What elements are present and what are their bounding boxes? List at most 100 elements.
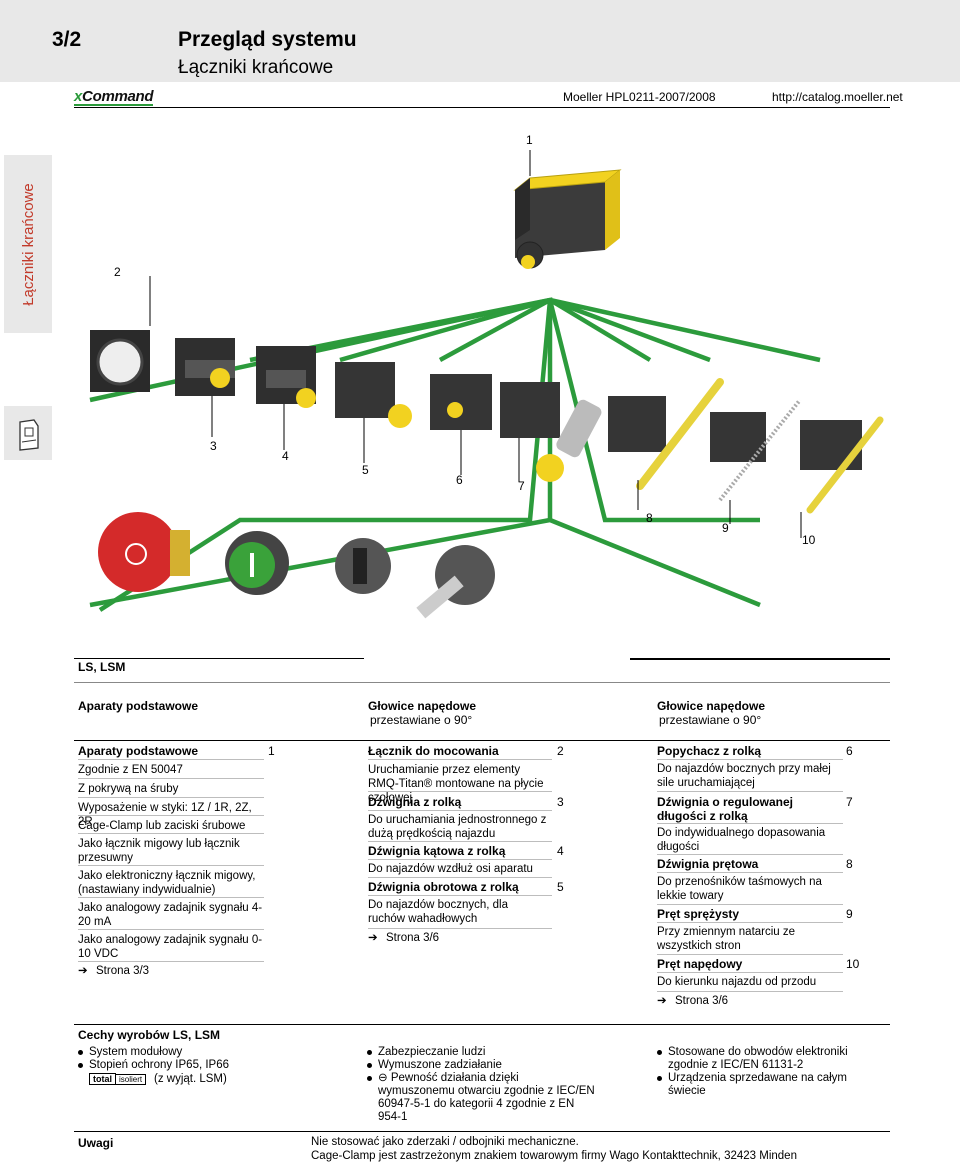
line-right [547,299,760,523]
col1-item: Cage-Clamp lub zaciski śrubowe [78,820,246,832]
col2-line-1 [368,791,552,792]
col3-header: Głowice napędowe [657,699,766,713]
col3-subheader: przestawiane o 90° [659,713,762,727]
col3-entry-title: Dźwignia prętowa [657,857,759,871]
col3-line-5 [657,904,843,905]
col3-entry-num: 6 [846,744,853,758]
feature-item: Wymuszone zadziałanie [367,1059,597,1072]
col3-line-3 [657,854,843,855]
catalog-url[interactable]: http://catalog.moeller.net [772,90,903,104]
catalog-reference: Moeller HPL0211-2007/2008 [563,90,716,104]
catalog-icon [19,419,39,451]
feature-item: Zabezpieczanie ludzi [367,1046,597,1059]
product-family: LS, LSM [78,660,126,674]
col1-header: Aparaty podstawowe [78,699,199,713]
side-tab-label: Łączniki krańcowe [19,182,37,306]
col1-title: Aparaty podstawowe [78,744,199,758]
figure-label-5: 5 [362,463,369,477]
col2-entry-num: 2 [557,744,564,758]
col2-line-7 [368,928,552,929]
col2-link[interactable]: ➔Strona 3/6 [368,932,440,944]
col3-entry-title: Dźwignia o regulowanej długości z rolką [657,795,794,823]
feature-item: Stopień ochrony IP65, IP66 [78,1059,278,1072]
header-rule [74,107,890,108]
col2-entry-num: 3 [557,795,564,809]
badge-isoliert: isoliert [116,1073,147,1085]
col3-line-8 [657,972,843,973]
col3-line-6 [657,922,843,923]
figure-label-7: 7 [518,479,525,493]
figure-label-1: 1 [526,133,533,147]
col2-header: Głowice napędowe [368,699,477,713]
arrow-right-icon: ➔ [657,995,667,1007]
col1-item: Wyposażenie w styki: 1Z / 1R, 2Z, 2R [78,802,252,828]
xcommand-logo: xCommand [74,88,154,106]
col3-entry-num: 8 [846,857,853,871]
col2-line-2 [368,810,552,811]
page-subtitle: Łączniki krańcowe [178,57,334,78]
ip-exception: (z wyjąt. LSM) [154,1073,227,1085]
col2-line-5 [368,877,552,878]
col3-entry-num: 7 [846,795,853,809]
col1-line-3 [78,815,264,816]
col2-entry-title: Dźwignia kątowa z rolką [368,844,506,858]
col2-line-0 [368,759,552,760]
feature-item: Stosowane do obwodów elektroniki zgodnie… [657,1046,887,1072]
spring-rod-head [710,398,802,502]
col2-entry-num: 4 [557,844,564,858]
line-to-rmq [98,299,553,612]
figure-label-6: 6 [456,473,463,487]
figure-label-3: 3 [210,439,217,453]
figure-label-4: 4 [282,449,289,463]
col3-entry-desc: Do kierunku najazdu od przodu [657,976,817,988]
feature-item: ⊖ Pewność działania dzięki wymuszonemu o… [367,1072,597,1124]
col1-line-7 [78,929,264,930]
section-number: 3/2 [52,28,82,51]
side-icon-box [4,406,52,460]
col3-line-4 [657,872,843,873]
col1-line-8 [78,961,264,962]
attachment-bracket [90,330,150,392]
col1-item: Jako analogowy zadajnik sygnału 4-20 mA [78,902,263,928]
col1-line-6 [78,897,264,898]
col2-line-4 [368,859,552,860]
emergency-stop-button [98,512,190,592]
col1-line-5 [78,865,264,866]
col3-line-9 [657,991,843,992]
col1-title-num: 1 [268,744,275,758]
col3-entry-desc: Do przenośników taśmowych na lekkie towa… [657,876,822,902]
col1-line-1 [78,778,264,779]
col3-link[interactable]: ➔Strona 3/6 [657,995,729,1007]
key-selector-switch [416,545,495,619]
side-tab [4,155,52,333]
actuating-rod-head [800,416,884,514]
rule-5 [74,1024,890,1025]
col1-line-4 [78,833,264,834]
col2-entry-desc: Uruchamianie przez elementy RMQ-Titan® m… [368,764,544,804]
rule-3 [630,658,890,660]
col3-entry-num: 10 [846,957,860,971]
features-col3: Stosowane do obwodów elektroniki zgodnie… [657,1046,887,1098]
positive-opening-icon: ⊖ [378,1072,391,1084]
adjustable-roller-lever-head [500,382,602,482]
roller-plunger-head [430,374,492,430]
col1-link[interactable]: ➔Strona 3/3 [78,965,150,977]
col1-item: Zgodnie z EN 50047 [78,764,183,776]
col3-entry-title: Pręt napędowy [657,957,743,971]
col2-entry-desc: Do uruchamiania jednostronnego z dużą pr… [368,814,547,840]
figure-label-9: 9 [722,521,729,535]
col2-line-6 [368,895,552,896]
note-line: Nie stosować jako zderzaki / odbojniki m… [311,1136,579,1148]
selector-switch [335,538,391,594]
col2-entry-desc: Do najazdów wzdłuż osi aparatu [368,863,533,875]
col2-entry-num: 5 [557,880,564,894]
features-title: Cechy wyrobów LS, LSM [78,1028,221,1042]
figure-label-8: 8 [646,511,653,525]
col3-line-2 [657,823,843,824]
col3-line-0 [657,759,843,760]
features-col1: System modułowy Stopień ochrony IP65, IP… [78,1046,278,1072]
system-overview-figure: 1 2 3 4 5 6 7 8 9 10 [89,133,884,619]
col3-entry-desc: Do indywidualnego dopasowania długości [657,827,826,853]
col1-line-0 [78,759,264,760]
insulation-badge: total isoliert [89,1073,147,1085]
